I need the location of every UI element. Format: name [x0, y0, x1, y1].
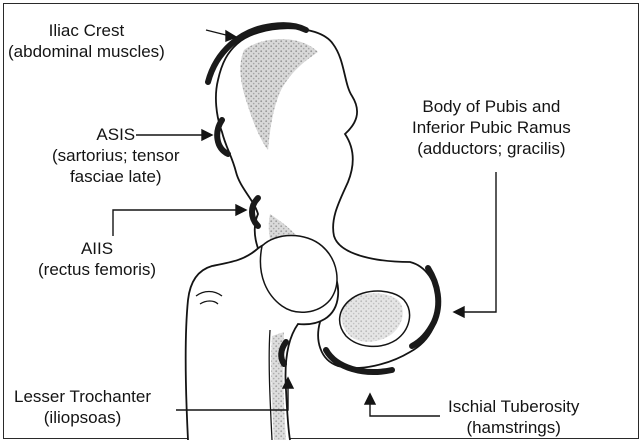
asis-name: ASIS	[52, 124, 180, 145]
body-of-pubis-name-line2: Inferior Pubic Ramus	[412, 117, 571, 138]
iliac-crest-muscles: (abdominal muscles)	[8, 41, 165, 62]
lesser-trochanter-name: Lesser Trochanter	[14, 386, 151, 407]
asis-muscles-line1: (sartorius; tensor	[52, 145, 180, 166]
label-body-of-pubis: Body of Pubis and Inferior Pubic Ramus (…	[412, 96, 571, 159]
leader-ischial-tuberosity	[365, 394, 440, 416]
aiis-name: AIIS	[38, 238, 156, 259]
leader-iliac-crest	[206, 30, 236, 41]
asis-muscles-line2: fasciae late)	[52, 166, 180, 187]
leader-aiis	[113, 205, 246, 236]
label-lesser-trochanter: Lesser Trochanter (iliopsoas)	[14, 386, 151, 428]
aiis-muscles: (rectus femoris)	[38, 259, 156, 280]
label-asis: ASIS (sartorius; tensor fasciae late)	[52, 124, 180, 187]
leader-body-of-pubis	[454, 172, 496, 317]
label-ischial-tuberosity: Ischial Tuberosity (hamstrings)	[448, 396, 579, 438]
iliac-crest-name: Iliac Crest	[8, 20, 165, 41]
lesser-trochanter-muscles: (iliopsoas)	[14, 407, 151, 428]
ischial-tuberosity-name: Ischial Tuberosity	[448, 396, 579, 417]
body-of-pubis-name-line1: Body of Pubis and	[412, 96, 571, 117]
label-iliac-crest: Iliac Crest (abdominal muscles)	[8, 20, 165, 62]
ischial-tuberosity-muscles: (hamstrings)	[448, 417, 579, 438]
body-of-pubis-muscles: (adductors; gracilis)	[412, 138, 571, 159]
label-aiis: AIIS (rectus femoris)	[38, 238, 156, 280]
